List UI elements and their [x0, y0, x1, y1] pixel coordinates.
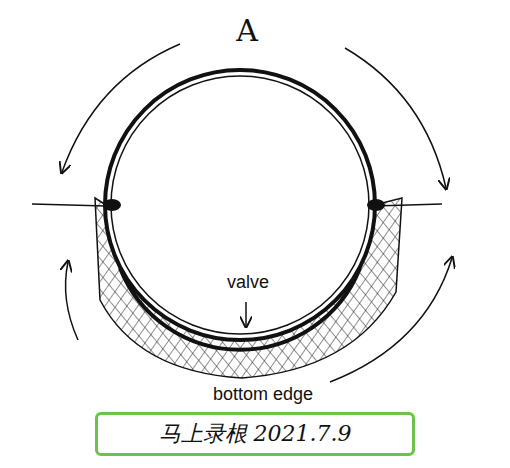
rotation-arrow: [66, 262, 78, 340]
ball-bottom-thick: [120, 268, 360, 350]
rotation-arrow: [62, 44, 180, 172]
pivot-dot: [367, 199, 385, 211]
axis-line: [32, 204, 106, 206]
rotation-arrow: [330, 258, 452, 382]
leader-arrow: [245, 302, 247, 326]
part-label: valve: [227, 272, 269, 293]
rotation-arrow: [345, 48, 446, 188]
view-letter: A: [236, 14, 258, 49]
handwritten-signature: 马上录根 2021.7.9: [159, 419, 352, 449]
signature-box: 马上录根 2021.7.9: [95, 412, 415, 456]
part-label: bottom edge: [213, 384, 313, 405]
ball-inner-ring: [111, 76, 369, 334]
pivot-dot: [103, 199, 121, 211]
ball-outline: [105, 70, 375, 340]
